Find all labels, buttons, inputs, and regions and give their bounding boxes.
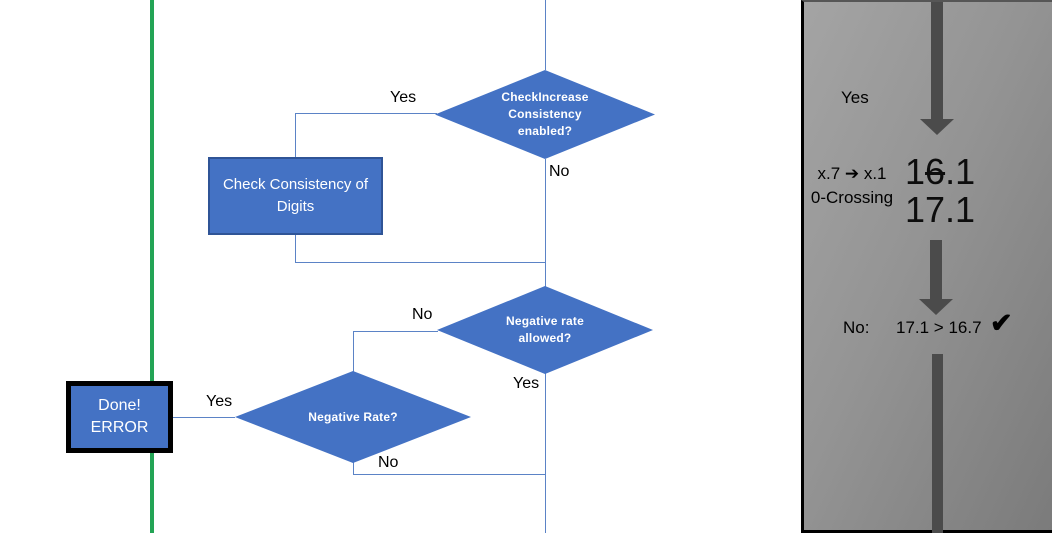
label-decision3-no: No [378,454,399,471]
down-arrow-3-shaft [932,354,943,533]
old-value-struck: 6 [925,151,946,192]
result-no-label: No: [843,318,870,337]
old-value-strikethrough: 16.1 [905,153,975,190]
side-annotation-panel: Yes x.7 ➔ x.1 0-Crossing 16.1 17.1 No: 1… [801,0,1052,533]
decision-negative-rate: Negative Rate? [235,371,471,463]
connector-process-merge [295,262,546,263]
connector-decision2-yes-vertical [545,373,546,533]
decision-check-increase-consistency-label: CheckIncrease Consistency enabled? [501,90,589,138]
old-value-pre: 1 [905,151,926,192]
result-comparison: 17.1 > 16.7 [896,318,982,337]
terminator-done-error: Done! ERROR [66,381,173,453]
terminator-done-line2: ERROR [90,419,149,436]
conversion-note: x.7 ➔ x.1 0-Crossing [806,162,898,210]
connector-top-into-decision1 [545,0,546,70]
decision-negative-rate-label: Negative Rate? [308,409,398,424]
new-value: 17.1 [905,189,976,230]
label-decision2-yes: Yes [513,375,540,392]
process-check-consistency-of-digits: Check Consistency of Digits [208,157,383,235]
label-decision2-no: No [412,306,433,323]
connector-decision1-yes-vertical [295,113,296,158]
conversion-note-line1: x.7 ➔ x.1 [817,164,887,183]
connector-decision2-no-vertical [353,331,354,372]
decision-negative-rate-allowed-label: Negative rate allowed? [506,314,584,345]
old-value-post: .1 [945,151,976,192]
connector-decision3-yes-horizontal [173,417,235,418]
label-decision3-yes: Yes [206,393,233,410]
down-arrow-2-shaft [930,240,942,300]
panel-yes-label: Yes [841,88,869,107]
process-check-consistency-of-digits-label: Check Consistency of Digits [222,176,369,215]
connector-decision2-no-horizontal [353,331,438,332]
label-decision1-no: No [549,163,570,180]
green-divider-line [150,0,154,533]
connector-decision1-yes-horizontal [295,113,437,114]
down-arrow-2-head-icon [919,299,953,315]
label-decision1-yes: Yes [390,89,417,106]
decision-negative-rate-allowed: Negative rate allowed? [437,286,653,374]
terminator-done-line1: Done! [98,397,141,414]
connector-process-down [295,234,296,263]
connector-decision3-no-vertical [353,462,354,475]
down-arrow-1-shaft [931,2,943,120]
decision-check-increase-consistency: CheckIncrease Consistency enabled? [435,70,655,159]
connector-decision1-no-vertical [545,159,546,287]
conversion-note-line2: 0-Crossing [810,188,894,207]
down-arrow-1-head-icon [920,119,954,135]
checkmark-icon: ✔ [990,308,1013,338]
connector-decision3-no-merge [353,474,546,475]
